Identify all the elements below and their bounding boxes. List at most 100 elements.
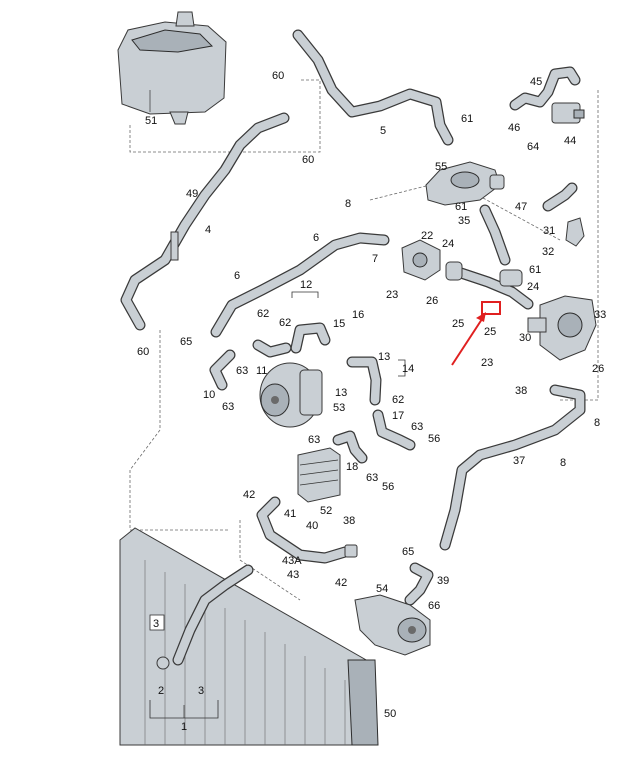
label-2: 2 [158,685,164,697]
radiator-hose-1 [156,564,254,670]
label-3-box: 3 [153,618,159,630]
label-63d: 63 [411,421,423,433]
label-41: 41 [284,508,296,520]
label-8b: 8 [594,417,600,429]
label-30: 30 [519,332,531,344]
label-50: 50 [384,708,396,720]
sensor-31 [565,217,585,247]
label-23b: 23 [481,357,493,369]
label-10: 10 [203,389,215,401]
water-pump-54 [354,594,431,656]
hose-47 [542,182,578,212]
label-17: 17 [392,410,404,422]
label-8a: 8 [345,198,351,210]
label-44: 44 [564,135,576,147]
label-39: 39 [437,575,449,587]
group-outline-lower [239,520,301,601]
label-62a: 62 [257,308,269,320]
hose-12 [290,322,331,354]
hose-35 [479,204,511,266]
label-63e: 63 [366,472,378,484]
label-56a: 56 [428,433,440,445]
bracket-lines [149,291,406,719]
label-6b: 6 [234,270,240,282]
label-65b: 65 [402,546,414,558]
label-43a: 43A [282,555,302,567]
hose-13 [346,356,382,406]
label-3: 3 [198,685,204,697]
label-65a: 65 [180,336,192,348]
label-42b: 42 [335,577,347,589]
highlighted-part-marker [451,301,501,366]
thermostat-housing [425,161,505,206]
hose-39 [404,562,434,606]
label-11: 11 [256,365,267,377]
hose-4 [120,112,290,331]
label-55: 55 [435,161,447,173]
oil-cooler-52 [297,447,341,503]
label-26b: 26 [592,363,604,375]
label-43: 43 [287,569,299,581]
label-8c: 8 [560,457,566,469]
label-61a: 61 [461,113,473,125]
label-4: 4 [205,224,211,236]
label-33: 33 [594,309,606,321]
hose-17 [372,409,416,451]
pump-housing-30 [527,295,597,361]
label-16: 16 [352,309,364,321]
label-63c: 63 [308,434,320,446]
pipe-6 [210,232,390,338]
label-63b: 63 [222,401,234,413]
label-60c: 60 [137,346,149,358]
label-60a: 60 [272,70,284,82]
label-24a: 24 [442,238,454,250]
label-46: 46 [508,122,520,134]
label-22: 22 [421,230,433,242]
label-38b: 38 [343,515,355,527]
hose-40-41 [256,496,358,564]
valve-44 [551,102,585,124]
hose-45-46 [509,66,581,111]
label-25a: 25 [452,318,464,330]
label-26a: 26 [426,295,438,307]
label-40: 40 [306,520,318,532]
label-45: 45 [530,76,542,88]
label-23a: 23 [386,289,398,301]
hose-10 [209,349,236,391]
label-13b: 13 [335,387,347,399]
flange-22 [401,239,441,281]
label-6a: 6 [313,232,319,244]
label-31: 31 [543,225,555,237]
label-66: 66 [428,600,440,612]
group-outline-upper-right [560,90,599,401]
expansion-tank [117,11,227,125]
label-5: 5 [380,125,386,137]
hose-5 [292,29,454,146]
label-18: 18 [346,461,358,473]
label-12: 12 [300,279,312,291]
label-60b: 60 [302,154,314,166]
label-52: 52 [320,505,332,517]
label-38a: 38 [515,385,527,397]
label-61b: 61 [455,201,467,213]
label-63a: 63 [236,365,248,377]
coolant-pipe-highlighted [445,261,534,310]
label-37: 37 [513,455,525,467]
label-35: 35 [458,215,470,227]
group-outline-left [129,330,230,531]
hose-18 [332,430,368,464]
label-14: 14 [402,363,414,375]
label-56b: 56 [382,481,394,493]
alternator-53 [259,362,323,428]
label-62b: 62 [279,317,291,329]
group-outline-reservoir [129,79,321,153]
part-labels: 1 2 3 3 4 5 6 6 7 8 8 8 10 11 12 13 13 1… [137,70,606,733]
label-49: 49 [186,188,198,200]
pipe-37 [439,384,586,551]
label-53: 53 [333,402,345,414]
label-61c: 61 [529,264,541,276]
label-42a: 42 [243,489,255,501]
box-3 [149,614,165,631]
